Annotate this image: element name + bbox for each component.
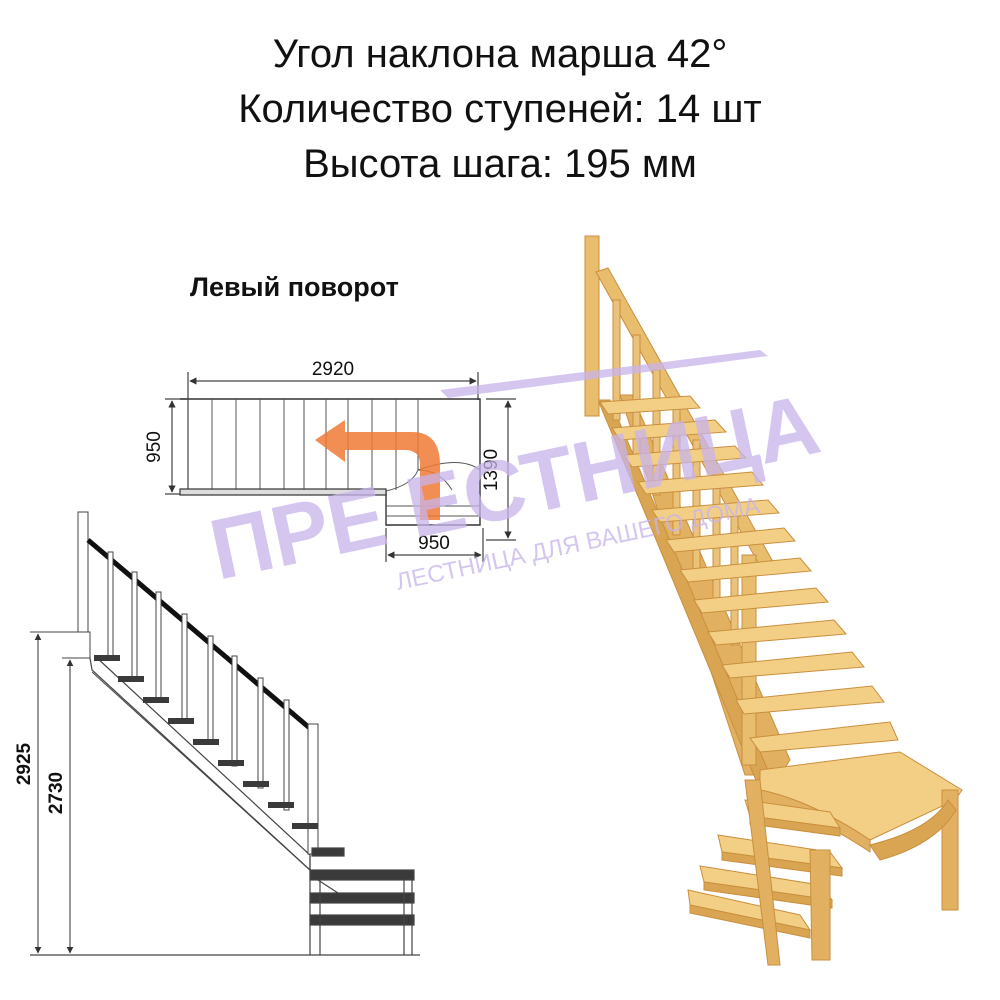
wooden-stair-render (584, 235, 963, 966)
step-height-text: Высота шага: 195 мм (303, 142, 697, 186)
floor-height-dimension: 2730 (46, 772, 67, 814)
turn-direction-label: Левый поворот (190, 272, 399, 302)
incline-angle-text: Угол наклона марша 42° (272, 32, 728, 76)
plan-bottom-dimension: 950 (418, 533, 450, 554)
plan-view (165, 372, 516, 562)
total-height-dimension: 2925 (14, 742, 35, 785)
step-count-text: Количество ступеней: 14 шт (238, 87, 762, 131)
plan-side-dimension: 1390 (481, 449, 502, 491)
plan-length-dimension: 2920 (312, 359, 354, 380)
plan-width-dimension: 950 (144, 431, 165, 463)
side-elevation (30, 511, 420, 956)
